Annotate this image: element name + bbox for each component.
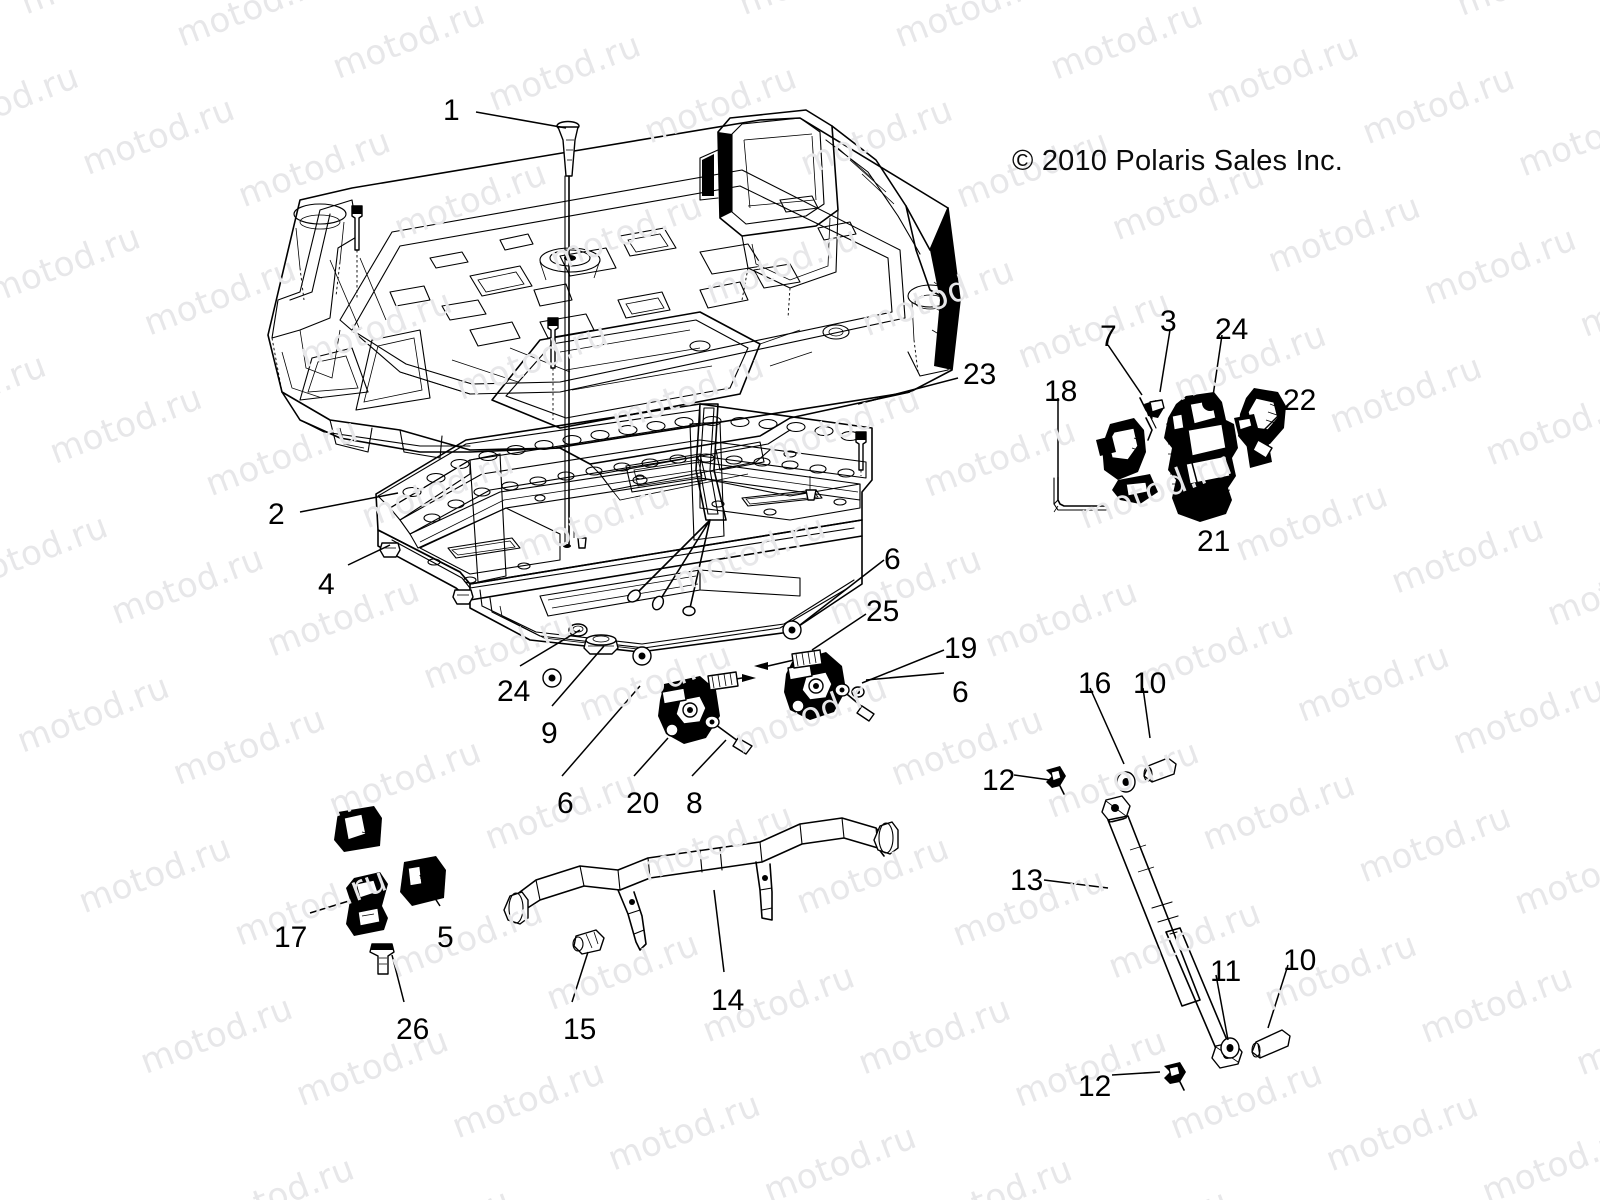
callout-label-clip-retainer: 5: [437, 921, 454, 954]
part-9-grommet: [583, 634, 619, 655]
leader-line-cotter-pin: [1107, 344, 1143, 396]
callout-label-washer: 16: [1078, 667, 1112, 700]
leader-line-cross-tube: [713, 889, 725, 973]
part-11-washer: [1220, 1037, 1240, 1059]
callout-label-cross-tube: 14: [711, 984, 745, 1017]
leader-line-gas-strut: [1043, 879, 1109, 889]
leader-line-bushing: [571, 951, 589, 1003]
leader-line-ball-stud: [1212, 334, 1223, 397]
leader-line-screw: [865, 672, 945, 681]
leader-line-washer: [1089, 687, 1125, 765]
box-stud-mid: [547, 317, 559, 369]
callout-label-bushing: 15: [563, 1013, 597, 1046]
part-13-gas-strut: [1101, 795, 1243, 1069]
callout-label-torsion-spring: 19: [944, 632, 978, 665]
frame-washer-small: [542, 668, 562, 688]
leader-line-washer: [1215, 974, 1229, 1041]
leader-line-latch-assembly: [811, 613, 867, 651]
part-20-spring: [705, 671, 756, 691]
leader-line-bolt: [691, 739, 727, 777]
leader-line-hinge-pin: [1267, 964, 1289, 1029]
part-22-bolt: [1239, 435, 1273, 459]
part-17-mount-bracket: [346, 872, 388, 936]
callout-label-retaining-clip: 12: [1078, 1070, 1112, 1103]
part-20-latch-bracket: [658, 671, 756, 755]
leader-line-screw: [799, 559, 885, 626]
callout-label-ball-stud: 24: [497, 675, 531, 708]
callout-label-screw: 6: [884, 543, 901, 576]
callout-label-retaining-clip: 12: [982, 764, 1016, 797]
part-12-retaining-clip-upper: [1046, 766, 1066, 795]
callout-label-washer: 11: [1210, 955, 1242, 988]
callout-label-box-frame: 2: [268, 498, 285, 531]
leader-line-ball-stud: [519, 629, 581, 667]
part-16-washer: [1116, 771, 1136, 793]
part-3-latch-housing: [1164, 392, 1238, 522]
part-bracket-top-left: [334, 806, 382, 852]
part-2-box-frame: [375, 403, 873, 653]
leader-line-retaining-clip: [1013, 774, 1051, 781]
callout-label-hinge-pin: 10: [1133, 667, 1167, 700]
part-7-cotter-pin: [1139, 397, 1165, 441]
callout-label-flange-nut: 4: [318, 568, 335, 601]
leader-line-mount-bracket: [309, 899, 353, 914]
leader-line-retaining-clip: [1111, 1071, 1161, 1076]
leader-line-screw: [561, 685, 641, 777]
part-10-hinge-pin-upper: [1143, 757, 1177, 783]
part-10-hinge-pin-lower: [1251, 1029, 1291, 1059]
copyright-notice: © 2010 Polaris Sales Inc.: [1012, 145, 1344, 177]
part-8-bolt: [704, 715, 753, 755]
callout-label-screw: 6: [557, 787, 574, 820]
part-4-flange-nuts: [379, 542, 474, 605]
part-15-bushing: [572, 929, 605, 955]
part-26-push-rivet: [369, 943, 395, 975]
part-19-torsion-spring: [754, 649, 823, 670]
leader-line-striker-plate: [1187, 447, 1206, 513]
box-stud-left: [351, 205, 363, 251]
part-25-latch-assembly: [754, 649, 875, 722]
leader-line-clip-retainer: [419, 874, 441, 907]
leader-line-pivot-bolt: [475, 111, 567, 129]
frame-washer-small-2: [632, 646, 652, 666]
leader-line-box-frame: [299, 492, 399, 513]
leader-line-grommet-mount: [551, 645, 605, 707]
part-18-hex-key: [1053, 477, 1107, 513]
callout-label-latch-bracket: 20: [626, 787, 660, 820]
callout-label-grommet-mount: 9: [541, 717, 558, 750]
leader-line-box-bed: [857, 377, 959, 405]
leader-line-torsion-spring: [861, 649, 945, 684]
leader-line-push-rivet: [391, 954, 405, 1003]
part-24-ball-stud-right: [1202, 395, 1218, 411]
leader-line-hinge-pin: [1142, 687, 1151, 739]
callout-label-pivot-bolt: 1: [443, 94, 460, 127]
callout-label-bolt: 8: [686, 787, 703, 820]
part-12-retaining-clip-lower: [1164, 1062, 1186, 1091]
cargo-box-part-23: [267, 109, 961, 501]
callout-label-gas-strut: 13: [1010, 864, 1044, 897]
callout-label-hinge-pin: 10: [1283, 944, 1317, 977]
callout-label-mount-bracket: 17: [274, 921, 308, 954]
part-21-striker-plate-right: [1234, 388, 1286, 468]
part-14-cross-tube: [503, 817, 899, 951]
part-21-striker-plate-left: [1096, 418, 1158, 504]
callout-label-box-bed: 23: [963, 358, 997, 391]
callout-label-latch-assembly: 25: [866, 595, 900, 628]
callout-label-bolt: 22: [1283, 384, 1317, 417]
leader-line-bolt: [1261, 405, 1289, 433]
callout-label-latch-housing: 3: [1160, 305, 1177, 338]
callout-label-striker-plate: 21: [1197, 525, 1231, 558]
callout-label-cotter-pin: 7: [1100, 320, 1117, 353]
leader-line-latch-bracket: [633, 737, 669, 777]
callout-label-push-rivet: 26: [396, 1013, 430, 1046]
frame-washer-small-3: [782, 620, 802, 640]
callout-label-screw: 6: [952, 676, 969, 709]
part-6-bolt-right: [834, 683, 875, 722]
callout-label-hex-key: 18: [1044, 375, 1078, 408]
part-1-pivot-bolt: [556, 120, 580, 548]
leader-line-flange-nut: [347, 544, 391, 566]
callout-label-ball-stud: 24: [1215, 313, 1249, 346]
leader-line-latch-housing: [1159, 329, 1171, 393]
